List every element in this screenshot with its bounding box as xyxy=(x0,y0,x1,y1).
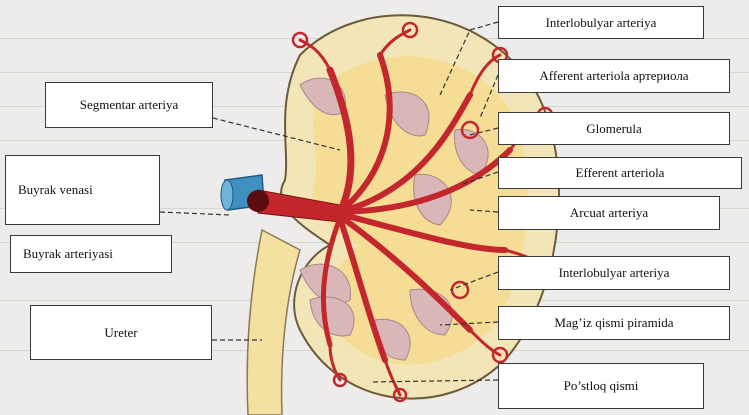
label-segmentar: Segmentar arteriya xyxy=(45,82,213,128)
label-interlobulyar-bottom: Interlobulyar arteriya xyxy=(498,256,730,290)
ureter-tube xyxy=(247,230,300,415)
label-buyrak-venasi: Buyrak venasi xyxy=(5,155,160,225)
label-arcuat: Arcuat arteriya xyxy=(498,196,720,230)
label-ureter: Ureter xyxy=(30,305,212,360)
label-efferent: Efferent arteriola xyxy=(498,157,742,189)
label-postloq: Po’stloq qismi xyxy=(498,363,704,409)
label-interlobulyar-top: Interlobulyar arteriya xyxy=(498,6,704,39)
label-glomerula: Glomerula xyxy=(498,112,730,145)
label-afferent: Afferent arteriola артериола xyxy=(498,59,730,93)
label-piramida: Mag’iz qismi piramida xyxy=(498,306,730,340)
label-buyrak-arteriyasi: Buyrak arteriyasi xyxy=(10,235,172,273)
